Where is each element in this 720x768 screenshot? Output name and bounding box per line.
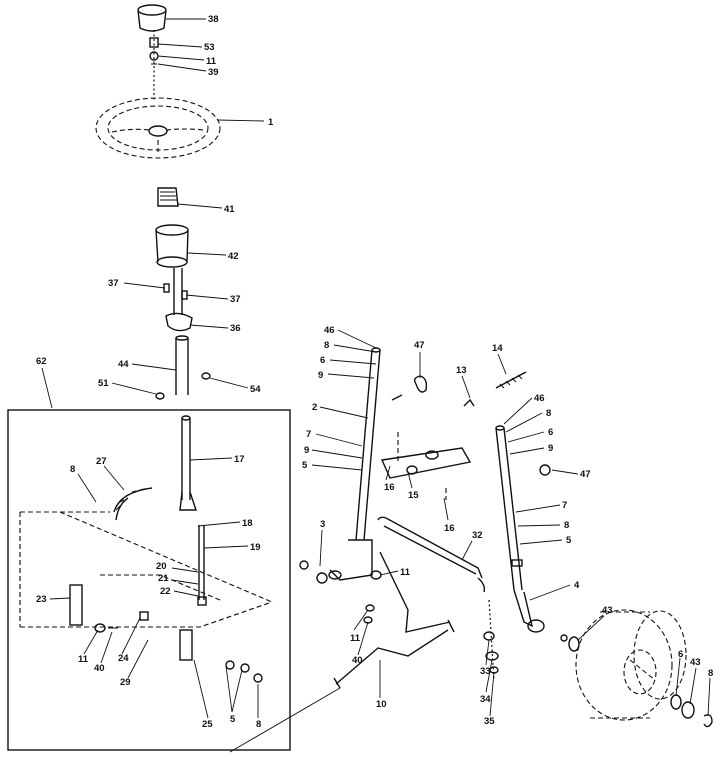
callout-40-low: 40 — [352, 655, 363, 666]
steering-column-tube — [155, 224, 189, 268]
steering-shaft-upper — [163, 268, 193, 332]
bolt-14 — [463, 371, 527, 407]
callout-44: 44 — [118, 359, 129, 370]
callout-51: 51 — [98, 378, 109, 389]
callout-53: 53 — [204, 42, 215, 53]
connector-line — [229, 687, 341, 753]
callout-22: 22 — [160, 586, 171, 597]
callout-labels: 38 53 11 39 1 41 42 37 37 36 44 51 54 62… — [36, 14, 713, 730]
callout-11-mid: 11 — [400, 567, 411, 578]
steering-shaft-lower — [155, 335, 211, 400]
callout-43-left: 43 — [602, 605, 613, 616]
steering-gear-adapter — [157, 187, 179, 207]
callout-33: 33 — [480, 666, 491, 677]
callout-38: 38 — [208, 14, 219, 25]
callout-16-a: 16 — [384, 482, 395, 493]
callout-8-box-b: 8 — [256, 719, 261, 730]
callout-18: 18 — [242, 518, 253, 529]
callout-8-r1: 8 — [546, 408, 551, 419]
callout-35: 35 — [484, 716, 495, 727]
callout-37-left: 37 — [108, 278, 119, 289]
axle-bracket — [380, 375, 472, 500]
callout-40-box: 40 — [94, 663, 105, 674]
callout-11-top: 11 — [206, 56, 217, 67]
tie-rod — [333, 551, 455, 689]
callout-9-l2: 9 — [304, 445, 309, 456]
callout-54: 54 — [250, 384, 261, 395]
callout-25: 25 — [202, 719, 213, 730]
wheel-washers — [560, 634, 713, 728]
callout-13: 13 — [456, 365, 467, 376]
callout-8-r2: 8 — [564, 520, 569, 531]
callout-7-r: 7 — [562, 500, 567, 511]
callout-5-box: 5 — [230, 714, 236, 725]
callout-11-low: 11 — [350, 633, 361, 644]
callout-42: 42 — [228, 251, 239, 262]
callout-27: 27 — [96, 456, 107, 467]
callout-41: 41 — [224, 204, 235, 215]
callout-14: 14 — [492, 343, 503, 354]
callout-8-wheel: 8 — [708, 668, 713, 679]
callout-6-wheel: 6 — [678, 649, 683, 660]
leader-lines — [41, 18, 711, 719]
callout-47-right: 47 — [580, 469, 591, 480]
drag-link — [363, 516, 486, 624]
callout-62: 62 — [36, 356, 47, 367]
assembly-box-62 — [7, 409, 291, 751]
callout-20: 20 — [156, 561, 167, 572]
callout-29: 29 — [120, 677, 131, 688]
callout-10: 10 — [376, 699, 387, 710]
callout-7-l: 7 — [306, 429, 311, 440]
callout-15: 15 — [408, 490, 419, 501]
callout-39: 39 — [208, 67, 219, 78]
steering-nut — [149, 37, 159, 65]
left-spindle — [299, 347, 381, 584]
callout-24: 24 — [118, 653, 129, 664]
callout-36: 36 — [230, 323, 241, 334]
callout-32: 32 — [472, 530, 483, 541]
callout-16-b: 16 — [444, 523, 455, 534]
callout-17: 17 — [234, 454, 245, 465]
callout-46-left: 46 — [324, 325, 335, 336]
steering-shaft-17 — [179, 415, 207, 606]
callout-6-l: 6 — [320, 355, 325, 366]
callout-8-l1: 8 — [324, 340, 329, 351]
callout-23: 23 — [36, 594, 47, 605]
callout-19: 19 — [250, 542, 261, 553]
callout-5-r: 5 — [566, 535, 572, 546]
callout-6-r: 6 — [548, 427, 553, 438]
callout-21: 21 — [158, 573, 169, 584]
callout-46-right: 46 — [534, 393, 545, 404]
callout-37-right: 37 — [230, 294, 241, 305]
callout-2: 2 — [312, 402, 317, 413]
callout-34: 34 — [480, 694, 491, 705]
front-wheel — [575, 609, 687, 721]
steering-wheel — [95, 97, 221, 159]
callout-1: 1 — [268, 117, 274, 128]
callout-4: 4 — [574, 580, 580, 591]
callout-9-r: 9 — [548, 443, 553, 454]
callout-9-l1: 9 — [318, 370, 323, 381]
sector-gear-27 — [113, 487, 153, 521]
callout-11-box: 11 — [78, 654, 89, 665]
steering-plate — [19, 511, 273, 683]
callout-3: 3 — [320, 519, 325, 530]
callout-43-right: 43 — [690, 657, 701, 668]
callout-8-box: 8 — [70, 464, 75, 475]
callout-5-l: 5 — [302, 460, 308, 471]
callout-47-left: 47 — [414, 340, 425, 351]
right-spindle — [495, 425, 551, 633]
steering-cap — [137, 4, 167, 32]
